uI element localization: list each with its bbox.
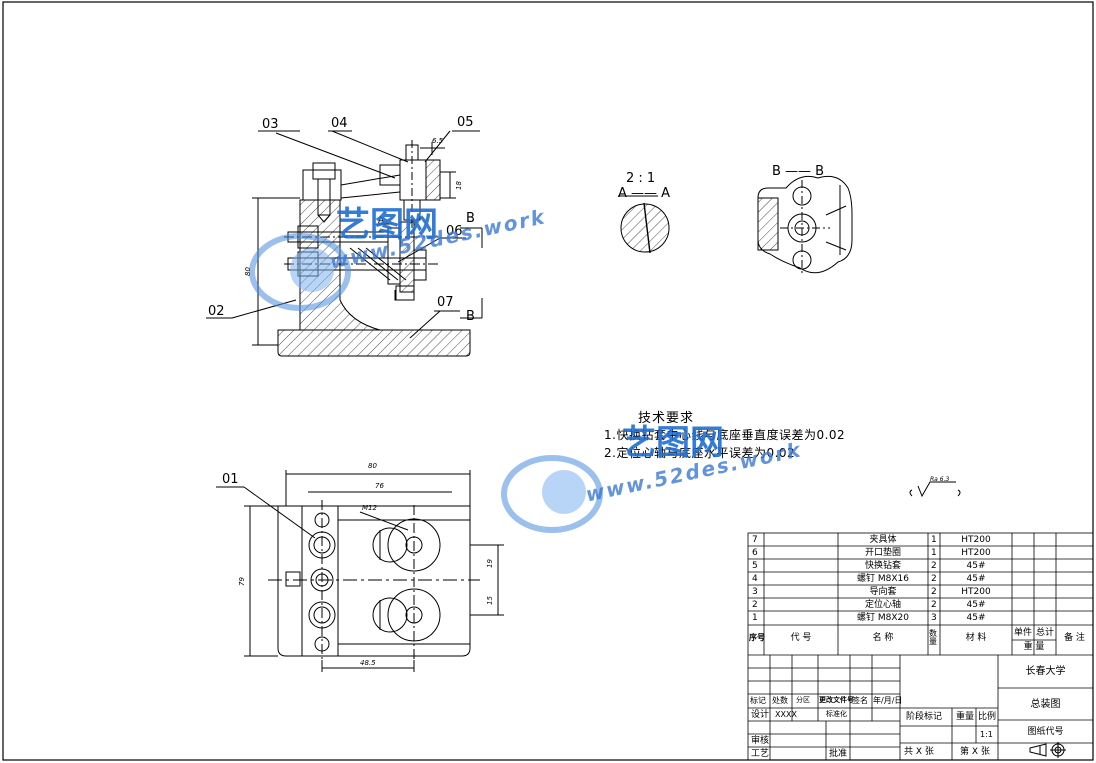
tb-change-doc: 更改文件号 (819, 696, 854, 704)
part-material: 45# (966, 613, 986, 623)
part-name: 导向套 (869, 587, 897, 597)
watermark-brand: 艺图网 (336, 205, 438, 245)
watermark-brand-2: 艺图网 (622, 423, 724, 463)
header-name: 名 称 (872, 633, 894, 643)
tb-scale-label: 比例 (978, 712, 997, 722)
roughness-value: Ra 6.3 (930, 476, 950, 483)
header-code: 代 号 (790, 633, 812, 643)
tech-requirement-2: 2.定位心轴与底座水平误差为0.02 (604, 446, 796, 460)
header-remark: 备 注 (1064, 633, 1085, 643)
header-no: 序号 (749, 633, 765, 642)
part-name: 开口垫圈 (864, 548, 901, 558)
tb-approve: 批准 (829, 749, 848, 759)
dim-80-front: 80 (243, 267, 252, 276)
part-material: HT200 (961, 587, 991, 597)
tb-count: 处数 (772, 696, 788, 705)
balloon-05: 05 (457, 115, 474, 130)
part-material: 45# (966, 600, 986, 610)
part-material: 45# (966, 561, 986, 571)
part-no: 7 (752, 535, 758, 545)
section-marker-b-bottom: B (466, 309, 475, 324)
header-qty: 数量 (929, 629, 937, 646)
tb-process: 工艺 (751, 749, 770, 759)
tb-sheet-no: 第 X 张 (960, 747, 990, 757)
school-name: 长春大学 (1025, 666, 1066, 677)
balloon-02: 02 (208, 304, 225, 319)
part-name: 螺钉 M8X20 (857, 613, 909, 623)
part-name: 快换钻套 (864, 561, 901, 571)
section-bb-label: B —— B (772, 164, 825, 179)
drawing-name: 总装图 (1030, 699, 1061, 710)
section-marker-a: A (378, 216, 385, 226)
tb-designer: XXXX (775, 710, 797, 719)
tb-weight: 重量 (956, 712, 975, 722)
part-material: HT200 (961, 535, 991, 545)
part-name: 定位心轴 (864, 600, 901, 610)
part-no: 3 (752, 587, 758, 597)
tech-requirement-1: 1.快换钻套中心线与底座垂直度误差为0.02 (604, 428, 846, 442)
part-qty: 2 (931, 600, 937, 610)
balloon-07: 07 (437, 295, 454, 310)
part-qty: 2 (931, 587, 937, 597)
tb-scale-value: 1:1 (980, 730, 993, 739)
parts-list-grid (747, 532, 1094, 761)
part-name: 螺钉 M8X16 (857, 574, 909, 584)
section-aa (618, 195, 670, 254)
roughness-symbol (909, 481, 961, 498)
balloon-03: 03 (262, 117, 279, 132)
part-material: HT200 (961, 548, 991, 558)
balloon-04: 04 (331, 116, 348, 131)
header-total-weight: 总计 (1035, 628, 1054, 638)
part-qty: 1 (931, 535, 937, 545)
part-name: 夹具体 (869, 535, 897, 545)
part-no: 6 (752, 548, 758, 558)
part-no: 1 (752, 613, 758, 623)
tb-date: 年/月/日 (873, 696, 903, 705)
tb-standard: 标准化 (826, 710, 847, 718)
dim-m12: M12 (362, 504, 377, 512)
tb-design: 设计 (751, 710, 770, 720)
projection-symbol (1029, 742, 1066, 758)
section-scale-label: 2 : 1 (626, 171, 656, 186)
part-qty: 3 (931, 613, 937, 623)
dim-18: 18 (454, 181, 463, 190)
drawing-code: 图纸代号 (1027, 727, 1064, 737)
top-view (216, 470, 504, 672)
dim-19: 19 (485, 559, 494, 568)
section-marker-b-top: B (466, 211, 475, 226)
tb-review: 审核 (751, 736, 770, 746)
dim-79: 79 (237, 577, 246, 586)
balloon-01: 01 (222, 472, 239, 487)
part-qty: 1 (931, 548, 937, 558)
tb-mark: 标记 (750, 696, 766, 705)
part-qty: 2 (931, 574, 937, 584)
dim-76: 76 (375, 482, 384, 490)
part-material: 45# (966, 574, 986, 584)
dim-15: 15 (485, 596, 494, 605)
header-material: 材 料 (965, 633, 987, 643)
balloon-06: 06 (446, 224, 463, 239)
tb-zone: 分区 (796, 696, 810, 704)
watermark-globe-2 (501, 455, 603, 533)
tb-sign: 签名 (852, 696, 868, 705)
tb-sheets-total: 共 X 张 (904, 747, 934, 757)
part-qty: 2 (931, 561, 937, 571)
dim-48-5: 48.5 (360, 659, 376, 667)
header-weight: 重 量 (1023, 642, 1045, 652)
watermark-globe-1 (249, 233, 351, 311)
tb-stage: 阶段标记 (906, 712, 943, 722)
dim-80-top: 80 (368, 462, 377, 470)
header-unit-weight: 单件 (1013, 628, 1032, 638)
section-bb (757, 175, 853, 276)
part-no: 5 (752, 561, 758, 571)
dim-6-5: 6.5 (432, 137, 444, 145)
tech-requirements-title: 技术要求 (638, 411, 695, 426)
part-no: 2 (752, 600, 758, 610)
section-aa-label: A —— A (618, 186, 671, 201)
part-no: 4 (752, 574, 758, 584)
